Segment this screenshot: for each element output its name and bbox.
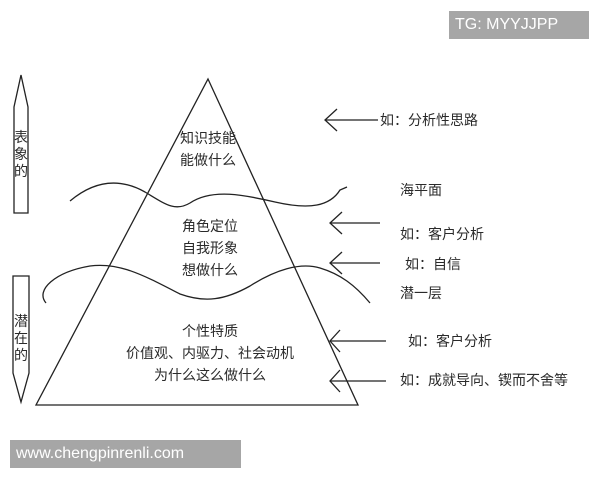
bottom-layer-line-1: 个性特质 [182, 324, 238, 340]
middle-layer-text: 角色定位 自我形象 想做什么 [150, 216, 270, 282]
visible-label: 表象的 [14, 130, 28, 180]
sub-layer-wave [42, 264, 371, 304]
arrow-middle-1 [329, 211, 380, 235]
example-middle-2: 如：自信 [405, 257, 461, 273]
middle-layer-line-3: 想做什么 [182, 263, 238, 279]
example-middle-1: 如：客户分析 [400, 227, 484, 243]
pyramid-triangle [34, 77, 360, 406]
bottom-layer-line-3: 为什么这么做什么 [154, 368, 266, 384]
watermark-top: TG: MYYJJPP [449, 11, 589, 39]
top-layer-line-1: 知识技能 [180, 131, 236, 147]
top-layer-line-2: 能做什么 [180, 153, 236, 169]
middle-layer-line-2: 自我形象 [182, 241, 238, 257]
bottom-layer-text: 个性特质 价值观、内驱力、社会动机 为什么这么做什么 [100, 321, 320, 387]
top-layer-text: 知识技能 能做什么 [148, 128, 268, 172]
example-top: 如：分析性思路 [380, 113, 478, 129]
example-bottom-2: 如：成就导向、锲而不舍等 [400, 373, 568, 389]
arrow-bottom-1 [329, 329, 386, 353]
middle-layer-line-1: 角色定位 [182, 219, 238, 235]
visible-pencil-shape [13, 74, 29, 214]
arrow-top [324, 108, 378, 132]
watermark-bottom: www.chengpinrenli.com [10, 440, 241, 468]
sea-level-label: 海平面 [400, 183, 442, 199]
sea-level-wave [69, 182, 348, 208]
latent-label: 潜在的 [14, 314, 28, 364]
bottom-layer-line-2: 价值观、内驱力、社会动机 [126, 346, 294, 362]
example-bottom-1: 如：客户分析 [408, 334, 492, 350]
arrow-bottom-2 [329, 369, 386, 393]
sub-layer-label: 潜一层 [400, 286, 442, 302]
arrow-middle-2 [329, 251, 380, 275]
latent-pencil-shape [12, 275, 30, 405]
